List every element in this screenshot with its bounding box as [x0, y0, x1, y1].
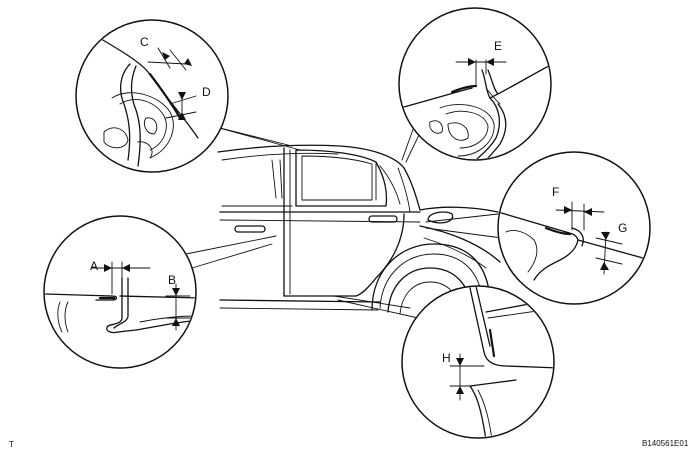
figure-code: B140561E01	[642, 439, 689, 448]
detail-e: E	[398, 7, 552, 161]
label-d: D	[202, 85, 211, 99]
label-a: A	[90, 259, 98, 273]
label-b: B	[168, 273, 176, 287]
corner-mark: T	[9, 440, 14, 449]
label-e: E	[494, 39, 502, 53]
detail-c-d: C D	[75, 19, 229, 173]
detail-h: H	[401, 285, 555, 439]
detail-f-g: F G	[497, 151, 651, 305]
label-f: F	[552, 185, 559, 199]
label-g: G	[618, 221, 627, 235]
detail-a-b: A B	[43, 215, 197, 369]
label-h: H	[442, 351, 451, 365]
label-c: C	[140, 35, 149, 49]
